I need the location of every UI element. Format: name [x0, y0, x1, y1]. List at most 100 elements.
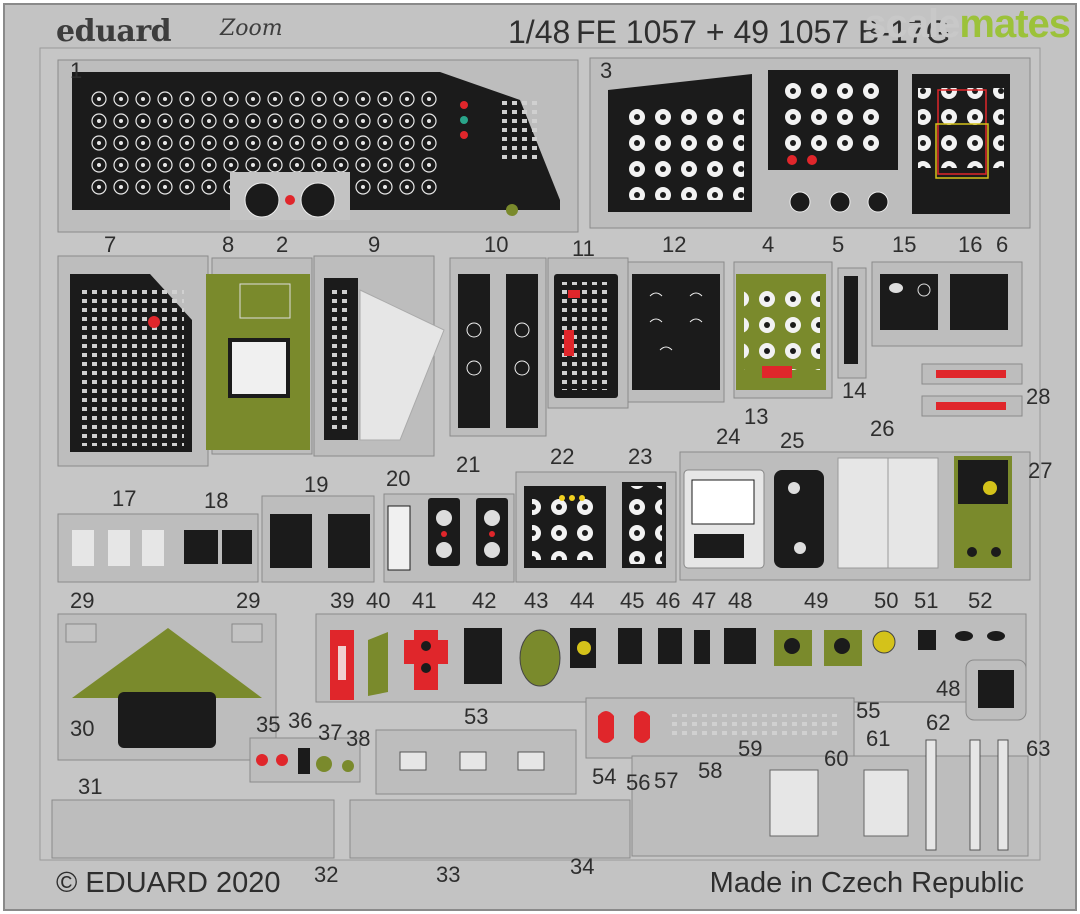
part-17-18-19	[57, 495, 375, 583]
part-number-61: 61	[866, 726, 890, 751]
part-number-51: 51	[914, 588, 938, 613]
copyright-text: © EDUARD 2020	[56, 867, 281, 899]
part-number-28: 28	[1026, 384, 1050, 409]
part-number-42: 42	[472, 588, 496, 613]
part-54-55	[585, 697, 855, 759]
part-number-58: 58	[698, 758, 722, 783]
part-number-27: 27	[1028, 458, 1052, 483]
part-12-panel	[627, 261, 725, 403]
part-number-31: 31	[78, 774, 102, 799]
part-number-43: 43	[524, 588, 548, 613]
part-number-2: 2	[276, 232, 288, 257]
part-number-34: 34	[570, 854, 594, 879]
part-number-41: 41	[412, 588, 436, 613]
part-number-8: 8	[222, 232, 234, 257]
eduard-logo: eduard	[56, 14, 172, 49]
part-number-38: 38	[346, 726, 370, 751]
part-number-50: 50	[874, 588, 898, 613]
part-number-32: 32	[314, 862, 338, 887]
part-35-38	[249, 737, 361, 783]
part-number-44: 44	[570, 588, 594, 613]
part-22-23	[515, 471, 677, 583]
part-number-1: 1	[70, 58, 82, 83]
part-number-39: 39	[330, 588, 354, 613]
part-9-side-panel	[313, 255, 445, 457]
part-number-16: 16	[958, 232, 982, 257]
made-in-text: Made in Czech Republic	[709, 867, 1024, 899]
part-20-21	[383, 493, 515, 583]
part-number-5: 5	[832, 232, 844, 257]
part-number-20: 20	[386, 466, 410, 491]
part-number-21: 21	[456, 452, 480, 477]
part-number-30: 30	[70, 716, 94, 741]
part-31-34	[51, 799, 631, 859]
part-number-14: 14	[842, 378, 866, 403]
part-number-15: 15	[892, 232, 916, 257]
part-number-62: 62	[926, 710, 950, 735]
part-number-36: 36	[288, 708, 312, 733]
part-number-29: 29	[70, 588, 94, 613]
part-number-11: 11	[572, 236, 595, 261]
part-number-59: 59	[738, 736, 762, 761]
part-11-radio-panel	[547, 257, 629, 409]
part-number-35: 35	[256, 712, 280, 737]
part-number-4: 4	[762, 232, 774, 257]
part-number-19: 19	[304, 472, 328, 497]
part-number-46: 46	[656, 588, 680, 613]
part-number-9: 9	[368, 232, 380, 257]
part-number-13: 13	[744, 404, 768, 429]
part-29-30	[57, 613, 277, 761]
part-number-40: 40	[366, 588, 390, 613]
part-number-12: 12	[662, 232, 686, 257]
part-number-48: 48	[728, 588, 752, 613]
part-number-33: 33	[436, 862, 460, 887]
part-5-14-strip	[837, 267, 867, 379]
part-number-53: 53	[464, 704, 488, 729]
part-28-strips	[921, 363, 1023, 417]
part-1-main-instrument-panel	[57, 59, 579, 233]
part-7-switch-panel	[57, 255, 209, 467]
part-number-3: 3	[600, 58, 612, 83]
part-39-to-52-strip	[315, 613, 1027, 703]
part-24-25-26-27	[679, 451, 1031, 581]
watermark-part1: scale	[864, 2, 960, 46]
part-number-10: 10	[484, 232, 508, 257]
zoom-logo: Zoom	[220, 16, 283, 41]
part-8-green-panel	[206, 257, 313, 455]
part-number-29: 29	[236, 588, 260, 613]
part-number-52: 52	[968, 588, 992, 613]
product-code: FE 1057 + 49 1057 B-17G	[576, 14, 951, 50]
part-53	[375, 729, 577, 795]
part-15-16-panels	[871, 261, 1023, 347]
part-4-green-radio-panel	[733, 261, 833, 399]
part-number-18: 18	[204, 488, 228, 513]
watermark-part2: mates	[959, 2, 1071, 46]
scalemates-watermark: scalemates	[864, 2, 1071, 47]
part-number-48: 48	[936, 676, 960, 701]
part-48-small	[965, 659, 1027, 721]
part-number-60: 60	[824, 746, 848, 771]
part-number-54: 54	[592, 764, 616, 789]
part-56-63	[631, 739, 1029, 857]
part-number-47: 47	[692, 588, 716, 613]
part-number-45: 45	[620, 588, 644, 613]
scale-label: 1/48	[508, 14, 571, 50]
part-number-6: 6	[996, 232, 1008, 257]
part-number-7: 7	[104, 232, 116, 257]
part-number-55: 55	[856, 698, 880, 723]
part-number-63: 63	[1026, 736, 1050, 761]
part-number-22: 22	[550, 444, 574, 469]
part-number-24: 24	[716, 424, 740, 449]
part-number-56: 56	[626, 770, 650, 795]
part-number-23: 23	[628, 444, 652, 469]
part-number-57: 57	[654, 768, 678, 793]
part-number-49: 49	[804, 588, 828, 613]
part-number-37: 37	[318, 720, 342, 745]
part-number-26: 26	[870, 416, 894, 441]
part-10-strips	[449, 257, 547, 437]
part-number-25: 25	[780, 428, 804, 453]
part-3-copilot-panel	[589, 57, 1031, 229]
part-number-17: 17	[112, 486, 136, 511]
